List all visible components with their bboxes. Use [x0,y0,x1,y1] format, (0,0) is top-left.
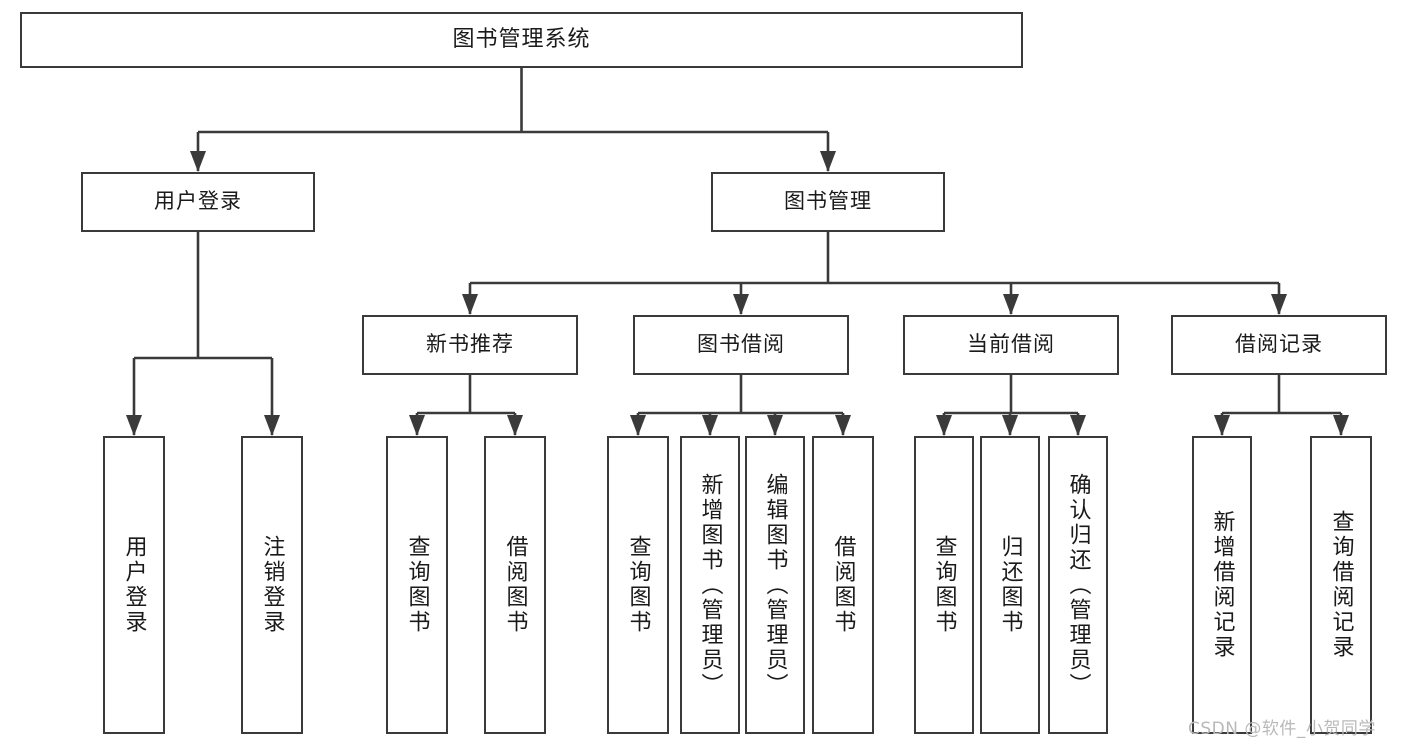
node-leaf-edit-book-admin[interactable]: 编辑图书（管理员） [745,436,805,734]
node-leaf-add-borrow-record-label: 新增借阅记录 [1209,510,1235,660]
node-leaf-user-login-label: 用户登录 [121,535,147,635]
node-current-borrow[interactable]: 当前借阅 [903,315,1119,375]
node-leaf-edit-book-admin-label: 编辑图书（管理员） [762,472,788,698]
node-leaf-query-book-recommend-label: 查询图书 [404,535,430,635]
node-borrow-record-label: 借阅记录 [1235,332,1323,357]
node-leaf-return-book[interactable]: 归还图书 [980,436,1040,734]
node-new-book-recommend[interactable]: 新书推荐 [362,315,578,375]
node-leaf-add-book-admin[interactable]: 新增图书（管理员） [680,436,740,734]
node-leaf-logout-login-label: 注销登录 [259,535,285,635]
node-user-login[interactable]: 用户登录 [81,172,315,232]
node-leaf-confirm-return-admin-label: 确认归还（管理员） [1065,472,1091,698]
node-leaf-return-book-label: 归还图书 [997,535,1023,635]
node-book-management[interactable]: 图书管理 [711,172,945,232]
node-leaf-user-login[interactable]: 用户登录 [103,436,165,734]
node-leaf-borrow-book-label: 借阅图书 [830,535,856,635]
node-book-borrow[interactable]: 图书借阅 [633,315,849,375]
node-leaf-confirm-return-admin[interactable]: 确认归还（管理员） [1048,436,1108,734]
node-leaf-add-borrow-record[interactable]: 新增借阅记录 [1192,436,1252,734]
node-borrow-record[interactable]: 借阅记录 [1171,315,1387,375]
node-leaf-query-book-borrow-label: 查询图书 [625,535,651,635]
node-leaf-query-book-recommend[interactable]: 查询图书 [386,436,448,734]
node-root-label: 图书管理系统 [452,26,591,52]
node-leaf-query-book-current-label: 查询图书 [931,535,957,635]
node-leaf-add-book-admin-label: 新增图书（管理员） [697,472,723,698]
node-leaf-query-borrow-record-label: 查询借阅记录 [1328,510,1354,660]
node-leaf-borrow-book-recommend[interactable]: 借阅图书 [484,436,546,734]
node-current-borrow-label: 当前借阅 [967,332,1055,357]
node-leaf-query-borrow-record[interactable]: 查询借阅记录 [1310,436,1372,734]
node-root[interactable]: 图书管理系统 [20,12,1023,68]
node-leaf-logout-login[interactable]: 注销登录 [241,436,303,734]
node-book-management-label: 图书管理 [784,189,872,214]
node-leaf-query-book-current[interactable]: 查询图书 [914,436,974,734]
watermark-text: CSDN @软件_小贺同学 [1188,719,1376,739]
node-leaf-query-book-borrow[interactable]: 查询图书 [607,436,669,734]
node-leaf-borrow-book-recommend-label: 借阅图书 [502,535,528,635]
node-user-login-label: 用户登录 [154,189,242,214]
node-book-borrow-label: 图书借阅 [697,332,785,357]
node-leaf-borrow-book[interactable]: 借阅图书 [812,436,874,734]
node-new-book-recommend-label: 新书推荐 [426,332,514,357]
